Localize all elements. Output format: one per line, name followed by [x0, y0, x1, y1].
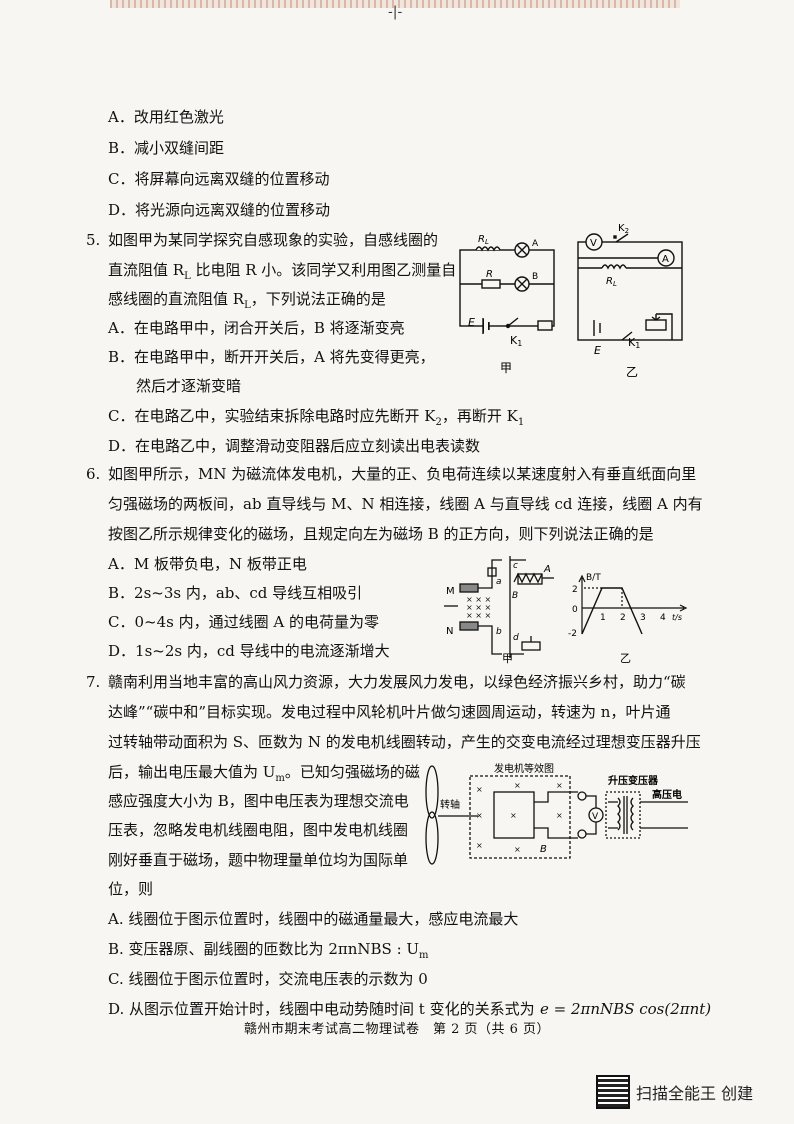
q7-stem-3: 过转轴带动面积为 S、匝数为 N 的发电机线圈转动，产生的交变电流经过理想变压器…: [108, 733, 701, 751]
q6-yi-xtick-1: 1: [600, 613, 606, 623]
q5-jia-caption: 甲: [500, 361, 512, 375]
q7-stem-5: 感应强度大小为 B，图中电压表为理想交流电: [108, 792, 409, 810]
q5-jia-rl-label: RL: [478, 234, 489, 246]
q6-yi-xtick-3: 3: [640, 613, 646, 623]
q5-figure-yi: V A K2 RL E K1 乙: [577, 223, 683, 379]
q5-option-b: B．在电路甲中，断开开关后，A 将先变得更亮，: [108, 348, 435, 366]
svg-text:× × ×: × × ×: [466, 595, 491, 604]
q6-jia-coil-label: A: [543, 564, 551, 575]
q7-fig-title: 发电机等效图: [494, 762, 554, 775]
q7-fig-voltmeter-icon: V: [592, 812, 599, 822]
q7-option-d-formula: e = 2πnNBS cos(2πnt): [540, 1000, 712, 1018]
scan-mark: -|-: [388, 4, 403, 20]
q7-stem-4: 后，输出电压最大值为 Um。已知匀强磁场的磁: [108, 763, 420, 784]
q7-option-a: A. 线圈位于图示位置时，线圈中的磁通量最大，感应电流最大: [108, 910, 519, 928]
q6-jia-caption: 甲: [502, 652, 513, 665]
q6-yi-xlabel: t/s: [672, 613, 682, 622]
q6-yi-ytick-neg2: -2: [568, 629, 577, 639]
q5-yi-k1-label: K1: [628, 336, 640, 350]
q6-jia-b-field-label: B: [512, 591, 518, 601]
q5-yi-rl-label: RL: [606, 276, 617, 288]
q7-stem-6: 压表，忽略发电机线圈电阻，图中发电机线圈: [108, 821, 409, 839]
q5-jia-lamp-a-label: A: [532, 239, 539, 249]
q6-figure-jia: × × × × × × × × × M N a b c d A B 甲: [444, 556, 554, 665]
q7-fig-high-voltage-label: 高压电: [652, 788, 682, 801]
q5-option-b-cont: 然后才逐渐变暗: [136, 377, 242, 395]
q4-option-c: C．将屏幕向远离双缝的位置移动: [108, 170, 330, 188]
q7-fig-b-label: B: [540, 844, 547, 855]
q6-jia-m-label: M: [446, 586, 455, 597]
q6-jia-d-label: d: [513, 633, 519, 643]
q5-yi-ammeter-label: A: [662, 254, 669, 265]
q6-number: 6.: [86, 465, 101, 483]
q7-option-d: D. 从图示位置开始计时，线圈中电动势随时间 t 变化的关系式为: [108, 1000, 535, 1018]
page-footer: 赣州市期末考试高二物理试卷 第 2 页（共 6 页）: [243, 1022, 551, 1037]
q6-figure-yi: B/T t/s 2 0 -2 1 2 3 4 乙: [568, 573, 688, 665]
q7-option-b: B. 变压器原、副线圈的匝数比为 2πnNBS : Um: [108, 940, 429, 961]
q5-jia-lamp-b-label: B: [532, 272, 538, 282]
q6-yi-ytick-0: 0: [572, 605, 578, 615]
q5-yi-k2-label: K2: [618, 223, 629, 235]
q6-jia-n-label: N: [446, 626, 453, 637]
q7-fig-shaft-label: 转轴: [440, 798, 460, 811]
q6-option-b: B．2s~3s 内，ab、cd 导线互相吸引: [108, 584, 363, 602]
q5-stem-1: 如图甲为某同学探究自感现象的实验，自感线圈的: [108, 231, 439, 249]
scanner-watermark: 扫描全能王 创建: [596, 1075, 753, 1109]
q6-yi-xtick-2: 2: [620, 613, 626, 623]
q5-jia-r-label: R: [486, 269, 493, 280]
q6-option-a: A．M 板带负电，N 板带正电: [108, 555, 307, 573]
q7-generator-figure: × × × × × × × × 发电机等效图 转轴 升压变压器 高压电 B V: [425, 762, 688, 865]
q6-yi-ytick-2: 2: [572, 585, 578, 595]
q7-option-c: C. 线圈位于图示位置时，交流电压表的示数为 0: [108, 970, 428, 988]
svg-text:× × ×: × × ×: [466, 603, 491, 612]
q7-stem-8: 位，则: [108, 880, 154, 898]
svg-text:×: ×: [510, 811, 517, 820]
q6-jia-a-label: a: [496, 577, 502, 587]
watermark-text: 扫描全能王 创建: [636, 1084, 754, 1103]
q6-jia-b-label: b: [496, 627, 502, 637]
q7-stem-7: 刚好垂直于磁场，题中物理量单位均为国际单: [108, 851, 409, 869]
q6-jia-c-label: c: [513, 561, 518, 571]
svg-text:×: ×: [556, 811, 563, 820]
svg-text:× × ×: × × ×: [466, 611, 491, 620]
q4-option-a: A．改用红色激光: [108, 108, 224, 126]
q5-jia-k1-label: K1: [510, 334, 522, 348]
q6-yi-xtick-4: 4: [660, 613, 666, 623]
q4-option-b: B．减小双缝间距: [108, 139, 225, 157]
svg-text:×: ×: [556, 781, 563, 790]
q6-stem-3: 按图乙所示规律变化的磁场，且规定向左为磁场 B 的正方向，则下列说法正确的是: [108, 525, 654, 543]
q5-option-d: D．在电路乙中，调整滑动变阻器后应立刻读出电表读数: [108, 437, 481, 455]
svg-text:×: ×: [514, 781, 521, 790]
q5-yi-voltmeter-label: V: [590, 238, 597, 249]
q5-number: 5.: [86, 231, 101, 249]
q5-option-c: C．在电路乙中，实验结束拆除电路时应先断开 K2，再断开 K1: [108, 407, 525, 428]
q6-graph-curve: [581, 587, 643, 635]
q6-stem-2: 匀强磁场的两板间，ab 直导线与 M、N 相连接，线圈 A 与直导线 cd 连接…: [108, 495, 703, 513]
scan-top-strip: [110, 0, 680, 8]
q5-stem-2: 直流阻值 RL 比电阻 R 小。该同学又利用图乙测量自: [108, 261, 457, 282]
q4-option-d: D．将光源向远离双缝的位置移动: [108, 201, 331, 219]
q5-stem-3: 感线圈的直流阻值 RL，下列说法正确的是: [108, 290, 386, 311]
q7-stem-2: 达峰”“碳中和”目标实现。发电过程中风轮机叶片做匀速圆周运动，转速为 n，叶片通: [108, 703, 671, 721]
q5-yi-e-label: E: [594, 344, 601, 357]
q5-yi-caption: 乙: [626, 365, 638, 379]
q5-figure-jia: RL A R B E K1 甲: [459, 234, 555, 375]
q7-fig-transformer-label: 升压变压器: [608, 774, 659, 787]
q6-option-d: D．1s~2s 内，cd 导线中的电流逐渐增大: [108, 642, 390, 660]
svg-text:×: ×: [476, 811, 483, 820]
q7-number: 7.: [86, 673, 101, 691]
q6-yi-ylabel: B/T: [586, 573, 601, 583]
svg-text:×: ×: [476, 785, 483, 794]
q7-stem-1: 赣南利用当地丰富的高山风力资源，大力发展风力发电，以绿色经济振兴乡村，助力“碳: [108, 673, 686, 691]
q6-stem-1: 如图甲所示，MN 为磁流体发电机，大量的正、负电荷连续以某速度射入有垂直纸面向里: [108, 465, 697, 483]
q5-jia-e-label: E: [468, 316, 475, 329]
q6-option-c: C．0~4s 内，通过线圈 A 的电荷量为零: [108, 613, 379, 631]
svg-text:×: ×: [514, 845, 521, 854]
q5-option-a: A．在电路甲中，闭合开关后，B 将逐渐变亮: [108, 319, 405, 337]
q6-yi-caption: 乙: [620, 652, 631, 665]
qr-code-icon: [596, 1075, 630, 1109]
svg-text:×: ×: [476, 841, 483, 850]
